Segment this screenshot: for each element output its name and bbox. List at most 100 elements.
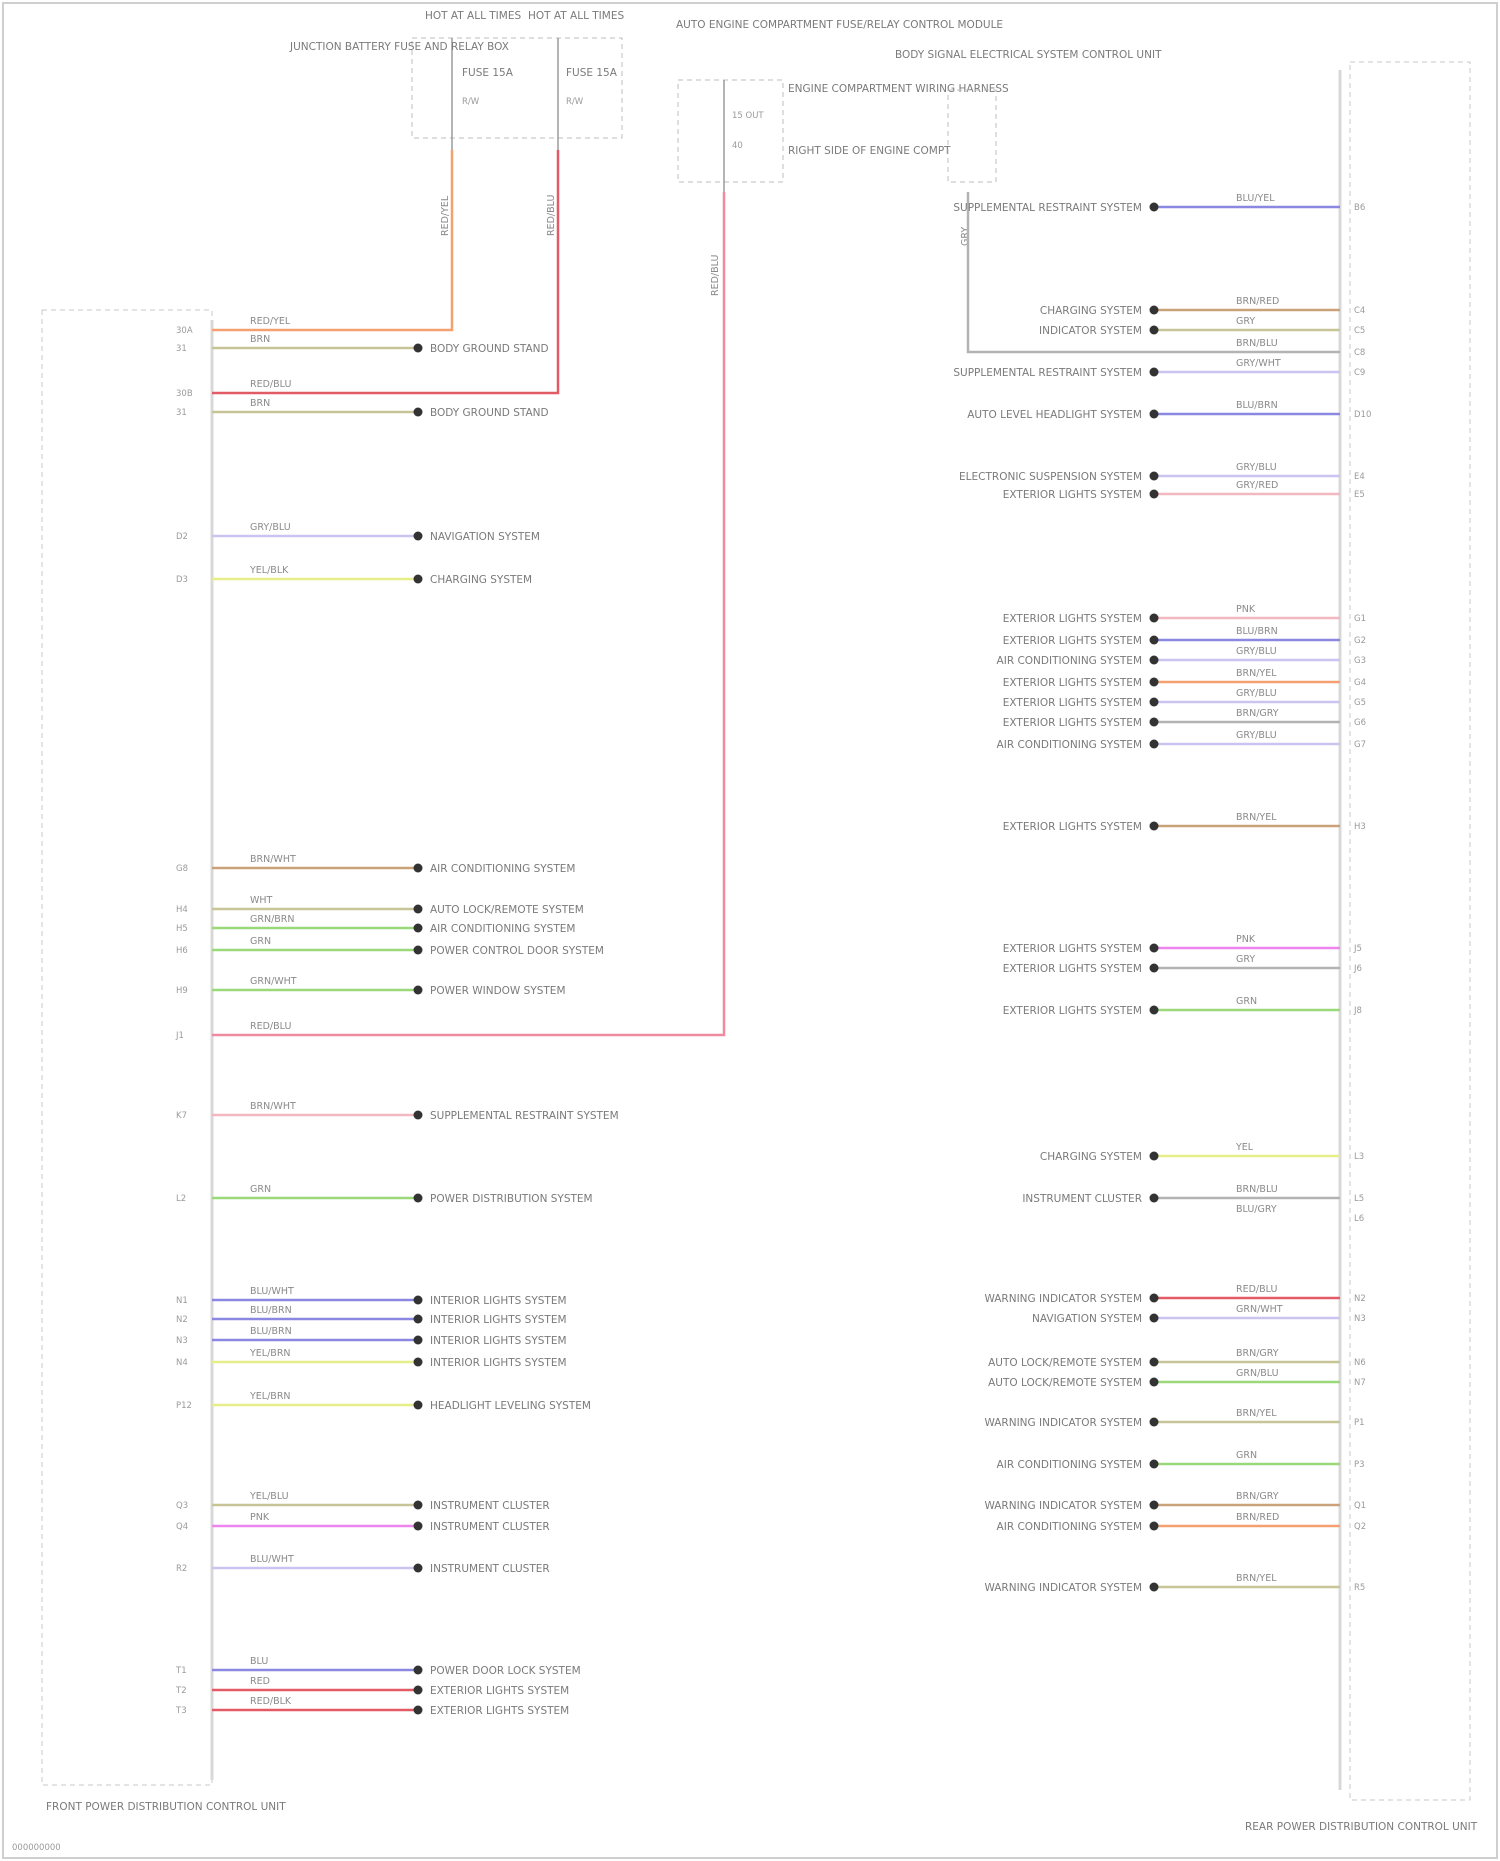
right-wire-label-24: BRN/GRY <box>1236 1348 1279 1359</box>
left-pin-21: R2 <box>176 1564 187 1574</box>
left-terminal-dot-6 <box>414 864 423 873</box>
left-destination-10: POWER WINDOW SYSTEM <box>430 985 566 997</box>
left-wire-label-8: GRN/BRN <box>250 914 295 925</box>
left-terminal-dot-18 <box>414 1401 423 1410</box>
right-wire-label-17: GRY <box>1236 954 1255 965</box>
ecm-pin-1: 15 OUT <box>732 111 764 121</box>
left-pin-12: K7 <box>176 1111 187 1121</box>
left-destination-6: AIR CONDITIONING SYSTEM <box>430 863 575 875</box>
left-destination-24: EXTERIOR LIGHTS SYSTEM <box>430 1705 569 1717</box>
left-terminal-dot-9 <box>414 946 423 955</box>
left-terminal-dot-16 <box>414 1336 423 1345</box>
left-wire-label-24: RED/BLK <box>250 1696 292 1707</box>
left-wire-label-0: RED/YEL <box>250 316 291 327</box>
ecm-pin-2: 40 <box>732 141 743 151</box>
right-wire-label-7: GRY/RED <box>1236 480 1278 491</box>
left-destination-8: AIR CONDITIONING SYSTEM <box>430 923 575 935</box>
left-wire-label-10: GRN/WHT <box>250 976 297 987</box>
body-control-unit: BODY SIGNAL ELECTRICAL SYSTEM CONTROL UN… <box>895 49 1162 182</box>
right-destination-26: WARNING INDICATOR SYSTEM <box>984 1417 1142 1429</box>
right-pin-6: E4 <box>1354 472 1365 482</box>
left-wire-label-16: BLU/BRN <box>250 1326 292 1337</box>
right-pin-8: G1 <box>1354 614 1366 624</box>
right-terminal-dot-13 <box>1150 718 1159 727</box>
right-pin-5: D10 <box>1354 410 1371 420</box>
right-pin-12: G5 <box>1354 698 1366 708</box>
right-terminal-dot-20 <box>1150 1194 1159 1203</box>
right-pin-21: L6 <box>1354 1214 1364 1224</box>
right-pin-30: R5 <box>1354 1583 1365 1593</box>
left-pin-22: T1 <box>175 1666 187 1676</box>
left-pin-19: Q3 <box>176 1501 188 1511</box>
right-terminal-dot-10 <box>1150 656 1159 665</box>
vertical-wire-label-2: RED/BLU <box>546 195 557 236</box>
right-terminal-dot-6 <box>1150 472 1159 481</box>
right-wire-label-23: GRN/WHT <box>1236 1304 1283 1315</box>
right-pin-29: Q2 <box>1354 1522 1366 1532</box>
left-terminal-dot-15 <box>414 1315 423 1324</box>
right-destination-8: EXTERIOR LIGHTS SYSTEM <box>1003 613 1142 625</box>
left-destination-19: INSTRUMENT CLUSTER <box>430 1500 550 1512</box>
left-wire-label-17: YEL/BRN <box>249 1348 291 1359</box>
fuse-a-pin: R/W <box>462 97 480 107</box>
left-terminal-dot-10 <box>414 986 423 995</box>
left-pin-10: H9 <box>176 986 188 996</box>
left-pin-8: H5 <box>176 924 188 934</box>
right-wire-label-26: BRN/YEL <box>1236 1408 1277 1419</box>
right-destination-11: EXTERIOR LIGHTS SYSTEM <box>1003 677 1142 689</box>
right-wire-label-14: GRY/BLU <box>1236 730 1277 741</box>
left-pin-16: N3 <box>176 1336 188 1346</box>
fuse-b-pin: R/W <box>566 97 584 107</box>
right-wire-label-9: BLU/BRN <box>1236 626 1278 637</box>
left-wire-label-19: YEL/BLU <box>249 1491 289 1502</box>
left-terminal-dot-14 <box>414 1296 423 1305</box>
right-terminal-dot-9 <box>1150 636 1159 645</box>
left-connector-rows: 30ARED/YELBODY GROUND STAND31BRN30BRED/B… <box>175 316 619 1717</box>
right-destination-6: ELECTRONIC SUSPENSION SYSTEM <box>959 471 1142 483</box>
fuse-a-label: FUSE 15A <box>462 67 514 79</box>
right-wire-label-16: PNK <box>1236 934 1256 945</box>
right-wire-label-19: YEL <box>1235 1142 1254 1153</box>
right-destination-27: AIR CONDITIONING SYSTEM <box>997 1459 1142 1471</box>
right-pin-14: G7 <box>1354 740 1366 750</box>
fuse-block-outline <box>412 38 622 138</box>
right-pin-25: N7 <box>1354 1378 1366 1388</box>
right-destination-19: CHARGING SYSTEM <box>1040 1151 1142 1163</box>
right-wire-label-28: BRN/GRY <box>1236 1491 1279 1502</box>
right-destination-20: INSTRUMENT CLUSTER <box>1022 1193 1142 1205</box>
left-terminal-dot-23 <box>414 1686 423 1695</box>
left-destination-7: AUTO LOCK/REMOTE SYSTEM <box>430 904 584 916</box>
right-terminal-dot-15 <box>1150 822 1159 831</box>
right-wire-label-13: BRN/GRY <box>1236 708 1279 719</box>
left-destination-17: INTERIOR LIGHTS SYSTEM <box>430 1357 567 1369</box>
right-wire-label-0: BLU/YEL <box>1236 193 1275 204</box>
left-pin-13: L2 <box>176 1194 186 1204</box>
right-pin-26: P1 <box>1354 1418 1365 1428</box>
fuse-b-label: FUSE 15A <box>566 67 618 79</box>
left-destination-14: INTERIOR LIGHTS SYSTEM <box>430 1295 567 1307</box>
left-wire-label-3: BRN <box>250 398 270 409</box>
left-pin-4: D2 <box>176 532 188 542</box>
left-wire-label-20: PNK <box>250 1512 270 1523</box>
right-terminal-dot-17 <box>1150 964 1159 973</box>
right-terminal-dot-23 <box>1150 1314 1159 1323</box>
right-destination-14: AIR CONDITIONING SYSTEM <box>997 739 1142 751</box>
right-terminal-dot-22 <box>1150 1294 1159 1303</box>
right-terminal-dot-19 <box>1150 1152 1159 1161</box>
right-destination-16: EXTERIOR LIGHTS SYSTEM <box>1003 943 1142 955</box>
left-pin-7: H4 <box>176 905 188 915</box>
right-destination-24: AUTO LOCK/REMOTE SYSTEM <box>988 1357 1142 1369</box>
left-destination-3: BODY GROUND STAND <box>430 407 549 419</box>
right-terminal-dot-18 <box>1150 1006 1159 1015</box>
left-wire-label-18: YEL/BRN <box>249 1391 291 1402</box>
left-pin-15: N2 <box>176 1315 188 1325</box>
fuse-panel-note: JUNCTION BATTERY FUSE AND RELAY BOX <box>289 41 509 53</box>
left-destination-22: POWER DOOR LOCK SYSTEM <box>430 1665 581 1677</box>
right-wire-label-2: GRY <box>1236 316 1255 327</box>
footer-code: 000000000 <box>12 1843 61 1853</box>
right-wire-label-25: GRN/BLU <box>1236 1368 1279 1379</box>
left-wire-label-1: BRN <box>250 334 270 345</box>
left-terminal-dot-13 <box>414 1194 423 1203</box>
right-destination-25: AUTO LOCK/REMOTE SYSTEM <box>988 1377 1142 1389</box>
